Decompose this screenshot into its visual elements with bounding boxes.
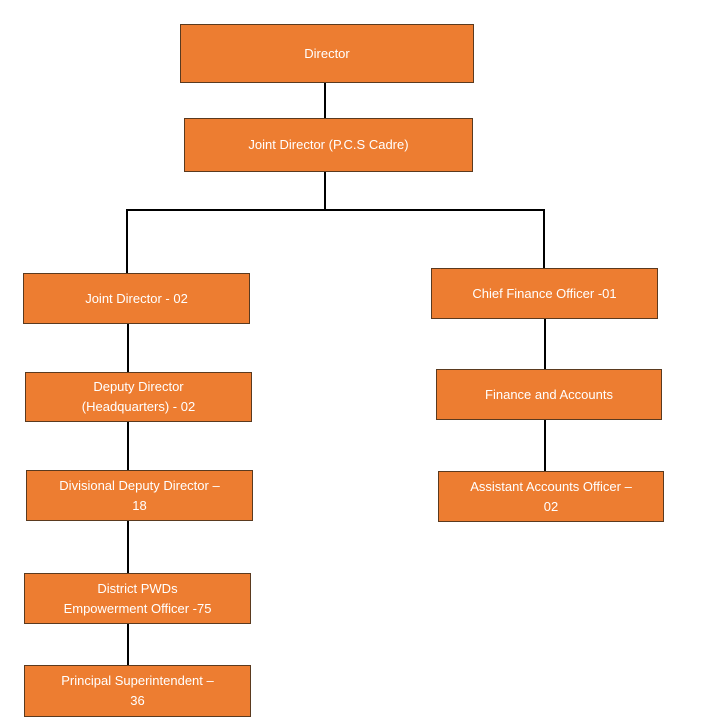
- connector-left-4: [127, 624, 129, 665]
- connector-left-2: [127, 422, 129, 470]
- connector-left-1: [127, 324, 129, 372]
- node-divisional-deputy-director: Divisional Deputy Director – 18: [26, 470, 253, 521]
- node-deputy-director-hq: Deputy Director (Headquarters) - 02: [25, 372, 252, 422]
- node-joint-director-pcs: Joint Director (P.C.S Cadre): [184, 118, 473, 172]
- connector-left-3: [127, 521, 129, 573]
- node-district-pwds-officer: District PWDs Empowerment Officer -75: [24, 573, 251, 624]
- node-director: Director: [180, 24, 474, 83]
- node-principal-superintendent: Principal Superintendent – 36: [24, 665, 251, 717]
- node-assistant-accounts-officer: Assistant Accounts Officer – 02: [438, 471, 664, 522]
- connector-branch-horizontal: [126, 209, 545, 211]
- connector-director-to-joint: [324, 83, 326, 118]
- connector-right-branch-down: [543, 210, 545, 268]
- connector-right-1: [544, 319, 546, 369]
- node-chief-finance-officer: Chief Finance Officer -01: [431, 268, 658, 319]
- connector-right-2: [544, 420, 546, 471]
- connector-left-branch-down: [126, 210, 128, 273]
- node-finance-and-accounts: Finance and Accounts: [436, 369, 662, 420]
- connector-joint-down: [324, 172, 326, 210]
- node-joint-director-02: Joint Director - 02: [23, 273, 250, 324]
